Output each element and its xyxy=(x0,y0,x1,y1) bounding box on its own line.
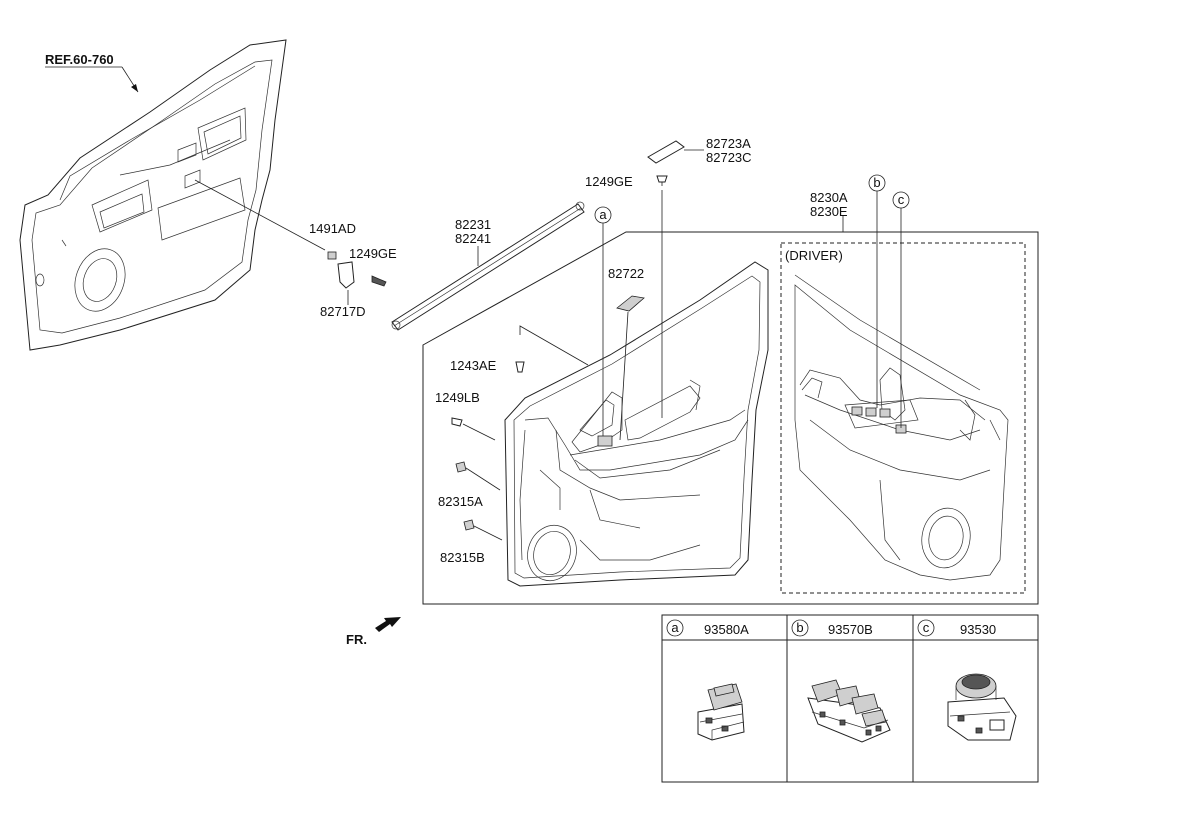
marker-b[interactable]: b xyxy=(873,175,880,190)
label-1249LB[interactable]: 1249LB xyxy=(435,390,480,405)
marker-a[interactable]: a xyxy=(599,207,607,222)
driver-label[interactable]: (DRIVER) xyxy=(785,248,843,263)
legend-b-circle xyxy=(791,619,809,637)
label-82723C[interactable]: 82723C xyxy=(706,150,752,165)
label-82231[interactable]: 82231 xyxy=(455,217,491,232)
legend-a-part[interactable]: 93580A xyxy=(704,622,749,637)
mirror-switch-c-icon xyxy=(947,673,1017,741)
window-switch-a-icon xyxy=(697,683,745,741)
driver-box xyxy=(780,242,1026,594)
label-1249GE-top[interactable]: 1249GE xyxy=(585,174,633,189)
legend-c-part[interactable]: 93530 xyxy=(960,622,996,637)
label-1249GE-left[interactable]: 1249GE xyxy=(349,246,397,261)
leader-1491AD xyxy=(194,179,326,251)
screw-1249GE-top xyxy=(656,175,668,183)
label-1243AE[interactable]: 1243AE xyxy=(450,358,497,373)
master-switch-b-icon xyxy=(807,679,891,743)
leader-82315A xyxy=(465,467,501,491)
leader-1249LB xyxy=(462,423,496,441)
ref-label[interactable]: REF.60-760 xyxy=(45,52,114,67)
legend-c-circle xyxy=(917,619,935,637)
label-8230E[interactable]: 8230E xyxy=(810,204,848,219)
legend-b-letter[interactable]: b xyxy=(796,620,803,635)
legend-a-circle xyxy=(666,619,684,637)
leader-1243AE xyxy=(519,325,589,366)
beltline-strip xyxy=(391,201,585,331)
label-82722[interactable]: 82722 xyxy=(608,266,644,281)
label-82241[interactable]: 82241 xyxy=(455,231,491,246)
legend-table xyxy=(661,614,1039,783)
clip-1491AD xyxy=(327,251,337,260)
screw-1243AE xyxy=(515,361,525,373)
legend-c-letter[interactable]: c xyxy=(923,620,930,635)
front-label[interactable]: FR. xyxy=(346,632,367,647)
clip-82315A xyxy=(455,461,467,473)
label-82315A[interactable]: 82315A xyxy=(438,494,483,509)
legend-a-letter[interactable]: a xyxy=(671,620,679,635)
label-82315B[interactable]: 82315B xyxy=(440,550,485,565)
marker-c[interactable]: c xyxy=(898,192,905,207)
pad-82722 xyxy=(616,295,645,312)
screw-1249LB xyxy=(451,417,463,427)
leader-82315B xyxy=(473,525,503,541)
label-8230A[interactable]: 8230A xyxy=(810,190,848,205)
bracket-82717D xyxy=(337,261,355,289)
screw-1249GE-left xyxy=(371,275,387,287)
driver-door-panel xyxy=(794,274,1009,581)
label-1491AD[interactable]: 1491AD xyxy=(309,221,356,236)
door-trim-panel xyxy=(504,261,769,587)
label-82723A[interactable]: 82723A xyxy=(706,136,751,151)
front-arrow-icon xyxy=(375,617,401,632)
clip-82315B xyxy=(463,519,475,531)
ref-arrowhead xyxy=(131,84,138,92)
reference-door-panel xyxy=(19,39,287,351)
label-82717D[interactable]: 82717D xyxy=(320,304,366,319)
legend-b-part[interactable]: 93570B xyxy=(828,622,873,637)
garnish-82723 xyxy=(647,140,685,164)
leader-82722 xyxy=(619,311,629,441)
main-panel-box xyxy=(422,231,1039,605)
